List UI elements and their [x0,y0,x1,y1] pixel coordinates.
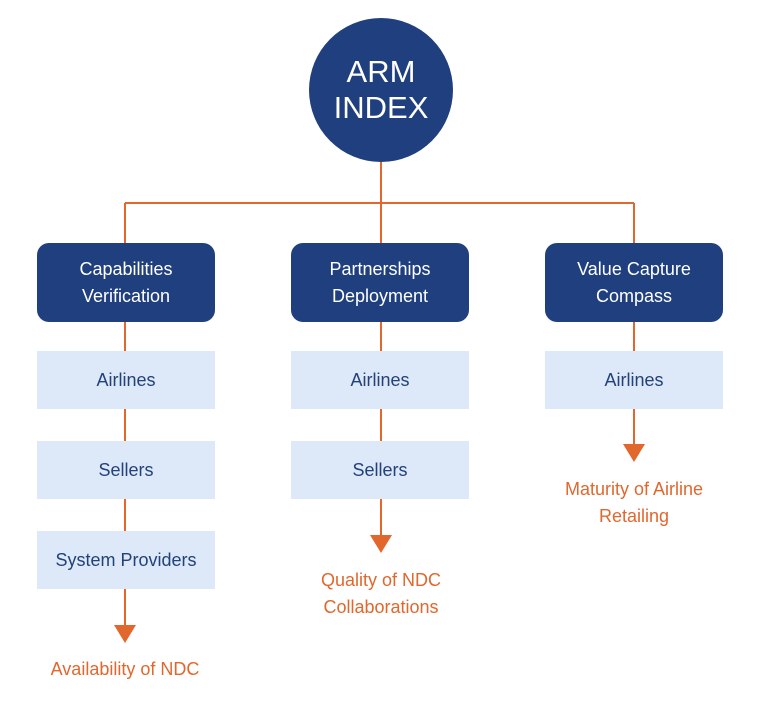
item-system-providers: System Providers [37,531,215,589]
outcome-line-1: Quality of NDC [320,570,442,590]
hub-title-line-2: INDEX [333,90,429,125]
item-airlines: Airlines [545,351,723,409]
pillar-title-line-2: Deployment [331,285,429,306]
outcome-maturity-of-airline-retailing: Maturity of Airline Retailing [519,476,749,530]
arrow-head-icon [370,535,392,553]
pillar-capabilities-verification: Capabilities Verification [37,243,215,322]
pillar-partnerships-deployment: Partnerships Deployment [291,243,469,322]
outcome-line-1: Availability of NDC [50,659,200,679]
item-sellers: Sellers [291,441,469,499]
outcome-line-2: Collaborations [323,597,439,617]
outcome-availability-of-ndc: Availability of NDC [10,656,240,683]
outcome-line-1: Maturity of Airline [564,479,704,499]
arrow-head-icon [114,625,136,643]
pillar-title-line-2: Verification [81,285,171,306]
pillar-title-line-1: Value Capture [577,258,691,279]
pillar-value-capture-compass: Value Capture Compass [545,243,723,322]
outcome-quality-of-ndc-collaborations: Quality of NDC Collaborations [266,567,496,621]
hub-title-line-1: ARM [346,54,416,89]
outcome-line-2: Retailing [598,506,670,526]
pillar-title-line-2: Compass [595,285,673,306]
pillar-title-line-1: Capabilities [79,258,173,279]
item-airlines: Airlines [37,351,215,409]
item-sellers: Sellers [37,441,215,499]
arm-index-hub: ARM INDEX [309,18,453,162]
arrow-head-icon [623,444,645,462]
item-airlines: Airlines [291,351,469,409]
pillar-title-line-1: Partnerships [329,258,431,279]
